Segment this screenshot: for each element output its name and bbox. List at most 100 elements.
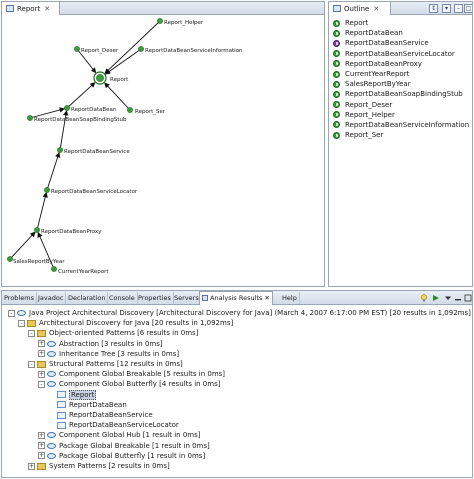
collapse-icon[interactable]: -: [8, 309, 15, 317]
tab-problems[interactable]: Problems: [2, 292, 37, 304]
pattern-icon: [47, 452, 56, 459]
tab-help[interactable]: Help: [280, 292, 300, 304]
close-icon[interactable]: ✕: [44, 4, 51, 13]
outline-item[interactable]: ReportDataBeanServiceLocator: [333, 49, 469, 59]
tree-row-label: ReportDataBeanService: [69, 411, 153, 419]
tree-row[interactable]: +System Patterns [2 results in 0ms]: [28, 461, 170, 471]
graph-node[interactable]: ReportDataBeanServiceInformation: [138, 46, 243, 54]
outline-item[interactable]: ReportDataBeanProxy: [333, 59, 469, 69]
tree-row[interactable]: ReportDataBean: [48, 400, 127, 410]
outline-item[interactable]: ReportDataBeanServiceInformation: [333, 120, 469, 130]
expand-icon[interactable]: +: [28, 462, 35, 470]
node-label: ReportDataBeanSoapBindingStub: [34, 117, 127, 123]
node-label: Report_Helper: [164, 20, 204, 26]
outline-item[interactable]: ReportDataBean: [333, 28, 469, 38]
class-icon: [333, 70, 340, 78]
tree-row[interactable]: ReportDataBeanServiceLocator: [48, 420, 179, 430]
class-icon: [333, 60, 340, 68]
tab-analysis-results[interactable]: Analysis Results ✕: [199, 291, 273, 305]
tree-row[interactable]: ReportDataBeanService: [48, 410, 153, 420]
tree-row[interactable]: -Java Project Architectural Discovery [A…: [8, 308, 471, 318]
tab-report[interactable]: Report ✕: [2, 2, 60, 15]
dependency-graph[interactable]: Report_HelperReportDataBeanServiceInform…: [2, 15, 324, 286]
graph-icon: [6, 5, 14, 12]
class-result-icon: [57, 401, 66, 409]
graph-node[interactable]: Report: [93, 71, 129, 85]
folder-icon: [37, 462, 46, 470]
pattern-icon: [47, 381, 56, 388]
collapse-icon[interactable]: -: [28, 360, 35, 368]
tab-servers[interactable]: Servers: [172, 292, 202, 304]
outline-item-label: Report_Ser: [345, 131, 384, 140]
expand-icon[interactable]: +: [38, 452, 45, 460]
graph-node[interactable]: Report_Helper: [157, 18, 204, 26]
tree-row[interactable]: -Structural Patterns [12 results in 0ms]: [28, 359, 183, 369]
tree-row[interactable]: +Package Global Butterfly [1 result in 0…: [38, 451, 205, 461]
tab-outline[interactable]: Outline ✕: [329, 2, 391, 15]
outline-item-label: ReportDataBeanProxy: [345, 59, 422, 68]
graph-node[interactable]: SalesReportByYear: [7, 256, 65, 265]
minimize-icon[interactable]: –: [454, 4, 463, 13]
expand-icon[interactable]: +: [38, 431, 45, 439]
outline-item[interactable]: Report_Helper: [333, 110, 469, 120]
outline-item-label: ReportDataBean: [345, 29, 403, 38]
tree-row[interactable]: + Component Global Breakable [5 results i…: [38, 369, 225, 379]
menu-icon[interactable]: ▾: [442, 4, 451, 13]
tree-row[interactable]: - Object-oriented Patterns [6 results in …: [28, 328, 198, 338]
minimize-icon[interactable]: [454, 294, 462, 302]
tree-row[interactable]: +Abstraction [3 results in 0ms]: [38, 339, 163, 349]
expand-icon[interactable]: +: [38, 350, 45, 358]
graph-node[interactable]: ReportDataBeanSoapBindingStub: [27, 115, 127, 123]
tab-report-label: Report: [17, 4, 41, 13]
node-label: ReportDataBeanProxy: [41, 229, 102, 235]
outline-item[interactable]: Report_Ser: [333, 130, 469, 140]
close-icon[interactable]: ✕: [373, 4, 380, 13]
tab-properties[interactable]: Properties: [136, 292, 174, 304]
pattern-icon: [47, 340, 56, 347]
tab-declaration[interactable]: Declaration: [66, 292, 109, 304]
tree-row-label: Object-oriented Patterns [6 results in 0…: [49, 329, 199, 338]
node-label: ReportDataBeanService: [64, 149, 130, 155]
tree-row[interactable]: +Component Global Hub [1 result in 0ms]: [38, 430, 200, 440]
tree-row[interactable]: -Architectural Discovery for Java [20 re…: [18, 318, 233, 328]
collapse-icon[interactable]: -: [28, 329, 35, 337]
maximize-icon[interactable]: [464, 294, 472, 302]
lightbulb-icon[interactable]: [420, 294, 428, 302]
outline-item[interactable]: ReportDataBeanService: [333, 38, 469, 48]
view-menu-icon[interactable]: [444, 294, 452, 302]
graph-node[interactable]: ReportDataBeanServiceLocator: [44, 187, 138, 195]
expand-icon[interactable]: +: [38, 340, 45, 348]
tree-row[interactable]: Report: [48, 389, 97, 400]
sort-icon[interactable]: ↕: [429, 4, 438, 13]
outline-item[interactable]: ReportDataBeanSoapBindingStub: [333, 89, 469, 99]
graph-node[interactable]: Report_Deser: [74, 46, 119, 54]
outline-item-label: ReportDataBeanServiceInformation: [345, 120, 470, 129]
expand-icon[interactable]: +: [38, 442, 45, 450]
collapse-icon[interactable]: -: [18, 319, 25, 327]
graph-node[interactable]: Report_Ser: [127, 107, 166, 115]
tab-console[interactable]: Console: [107, 292, 138, 304]
close-icon[interactable]: ✕: [264, 294, 270, 302]
outline-item[interactable]: CurrentYearReport: [333, 69, 469, 79]
tree-row-label: Component Global Breakable [5 results in…: [59, 370, 226, 379]
tree-row[interactable]: +Package Global Breakable [1 result in 0…: [38, 441, 210, 451]
tree-row[interactable]: +Inheritance Tree [3 results in 0ms]: [38, 349, 179, 359]
expand-icon[interactable]: +: [38, 370, 45, 378]
outline-item[interactable]: SalesReportByYear: [333, 79, 469, 89]
outline-icon: [333, 5, 341, 12]
tab-javadoc[interactable]: Javadoc: [36, 292, 67, 304]
run-icon[interactable]: [432, 294, 440, 302]
graph-node[interactable]: ReportDataBean: [64, 105, 117, 113]
graph-node[interactable]: ReportDataBeanService: [57, 147, 130, 155]
outline-item-label: Report: [345, 19, 369, 28]
maximize-icon[interactable]: □: [464, 4, 472, 13]
outline-item[interactable]: Report_Deser: [333, 100, 469, 110]
class-icon: [333, 90, 340, 98]
collapse-icon[interactable]: -: [38, 380, 45, 388]
outline-item[interactable]: Report: [333, 18, 469, 28]
tree-row[interactable]: -Component Global Butterfly [4 results i…: [38, 379, 220, 389]
graph-node[interactable]: CurrentYearReport: [51, 266, 109, 275]
graph-node[interactable]: ReportDataBeanProxy: [34, 227, 102, 235]
